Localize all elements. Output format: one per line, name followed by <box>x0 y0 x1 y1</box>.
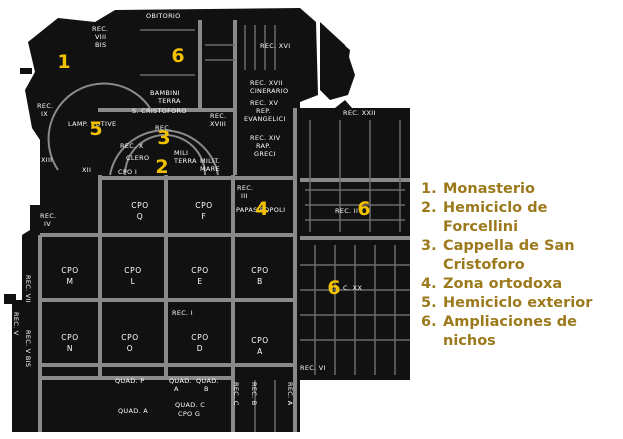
field-q-letter: Q <box>137 212 144 221</box>
label-bambini: BAMBINI <box>150 89 180 97</box>
label-quad-b: QUAD. <box>196 377 219 385</box>
label-rec-i: REC. I <box>172 309 193 317</box>
label-rec-x: REC. X <box>120 142 144 150</box>
label-rec-a: REC. A <box>286 382 294 406</box>
label-rec-xxii: REC. XXII <box>343 109 376 117</box>
label-rec-ii: REC. II <box>335 207 358 215</box>
field-l-letter: L <box>131 277 136 286</box>
zone-number-6a: 6 <box>171 45 184 67</box>
label-quad-a-small-2: A <box>174 385 179 393</box>
label-milit: MILIT. <box>200 157 220 165</box>
label-lamp-votive: LAMP. VOTIVE <box>68 120 116 128</box>
label-rec-ix-2: IX <box>41 110 48 118</box>
field-labels: CPO Q CPO F CPO M CPO L CPO E CPO B CPO … <box>61 201 268 356</box>
label-greci: GRECI <box>254 150 276 158</box>
label-cxx: C. XX <box>343 284 362 292</box>
field-o: CPO <box>121 333 138 342</box>
label-rec-iii-2: III <box>241 192 248 200</box>
legend-item-5: 5.Hemiciclo exterior <box>421 295 593 311</box>
label-rec-c: REC. C <box>232 382 240 406</box>
label-rec-iv: REC. <box>40 212 56 220</box>
legend-item-4: 4.Zona ortodoxa <box>421 276 563 292</box>
zone-number-1: 1 <box>57 51 70 73</box>
label-rec-xvi: REC. XVI <box>260 42 291 50</box>
label-s-cristoforo: S. CRISTOFORO <box>132 107 187 115</box>
field-a: CPO <box>251 336 268 345</box>
label-quad-a-small: QUAD. <box>169 377 192 385</box>
label-rec-iii: REC. <box>237 184 253 192</box>
label-terra: TERRA <box>157 97 181 105</box>
label-rec-iv-2: IV <box>44 220 51 228</box>
field-a-letter: A <box>257 347 263 356</box>
label-rec-viii-bis-3: BIS <box>95 41 106 49</box>
zone-number-5: 5 <box>89 118 102 140</box>
label-rap: RAP. <box>256 142 271 150</box>
label-rec-ix: REC. <box>37 102 53 110</box>
label-rec-xiii: XIII <box>41 156 52 164</box>
label-rec-xviii: REC. <box>210 112 226 120</box>
label-rec-viii-bis: REC. <box>92 25 108 33</box>
field-f: CPO <box>195 201 212 210</box>
legend-item-1: 1.Monasterio <box>421 181 535 197</box>
field-m-letter: M <box>66 277 73 286</box>
label-rec-v: REC. V <box>12 312 20 336</box>
label-quad-p: QUAD. P <box>115 377 144 385</box>
label-mili: MILI <box>174 149 188 157</box>
field-e: CPO <box>191 266 208 275</box>
field-o-letter: O <box>127 344 134 353</box>
label-mare: MARE <box>200 165 220 173</box>
label-evangelici: EVANGELICI <box>244 115 286 123</box>
field-f-letter: F <box>202 212 207 221</box>
map-silhouette <box>4 8 410 432</box>
field-l: CPO <box>124 266 141 275</box>
map-paths <box>38 20 410 432</box>
field-b-letter: B <box>257 277 263 286</box>
label-cpo-g: CPO G <box>178 410 200 418</box>
place-labels: OBITORIO REC. VIII BIS REC. XVI REC. XVI… <box>12 12 376 418</box>
label-rec-viii-bis-2: VIII <box>95 33 106 41</box>
field-b: CPO <box>251 266 268 275</box>
field-d: CPO <box>191 333 208 342</box>
label-clero: CLERO <box>126 154 149 162</box>
field-m: CPO <box>61 266 78 275</box>
label-rec-v-bis: REC. V BIS <box>24 330 32 367</box>
field-e-letter: E <box>197 277 202 286</box>
label-rec-xii: XII <box>82 166 91 174</box>
label-cinerario: CINERARIO <box>250 87 288 95</box>
field-n: CPO <box>61 333 78 342</box>
label-milit-terra: TERRA <box>173 157 197 165</box>
label-obitorio: OBITORIO <box>146 12 181 20</box>
label-rec-xvii: REC. XVII <box>250 79 283 87</box>
hemicycle-outlines <box>47 82 219 176</box>
label-rec-xv: REC. XV <box>250 99 279 107</box>
field-d-letter: D <box>197 344 203 353</box>
label-rec-xi: REC. <box>155 124 171 132</box>
zone-number-3: 3 <box>157 127 170 149</box>
label-cpo-i: CPO I <box>118 168 137 176</box>
label-quad-b-2: B <box>204 385 209 393</box>
label-quad-c: QUAD. C <box>175 401 205 409</box>
field-q: CPO <box>131 201 148 210</box>
label-rec-b: REC. B <box>250 382 258 406</box>
label-rec-vi: REC. VI <box>300 364 326 372</box>
zone-number-2: 2 <box>155 156 168 178</box>
zone-number-4: 4 <box>255 198 268 220</box>
zone-number-6c: 6 <box>327 277 340 299</box>
label-quad-a: QUAD. A <box>118 407 148 415</box>
label-rec-vii: REC. VII <box>24 275 32 303</box>
zone-number-6b: 6 <box>357 198 370 220</box>
label-rec-xiv: REC. XIV <box>250 134 281 142</box>
field-n-letter: N <box>67 344 73 353</box>
label-rep: REP. <box>256 107 271 115</box>
label-papas-popoli: PAPAS POPOLI <box>236 206 285 214</box>
niche-grid <box>140 25 410 432</box>
label-rec-xviii-2: XVIII <box>210 120 226 128</box>
zone-numbers: 1 2 3 4 5 6 6 6 <box>57 45 370 299</box>
